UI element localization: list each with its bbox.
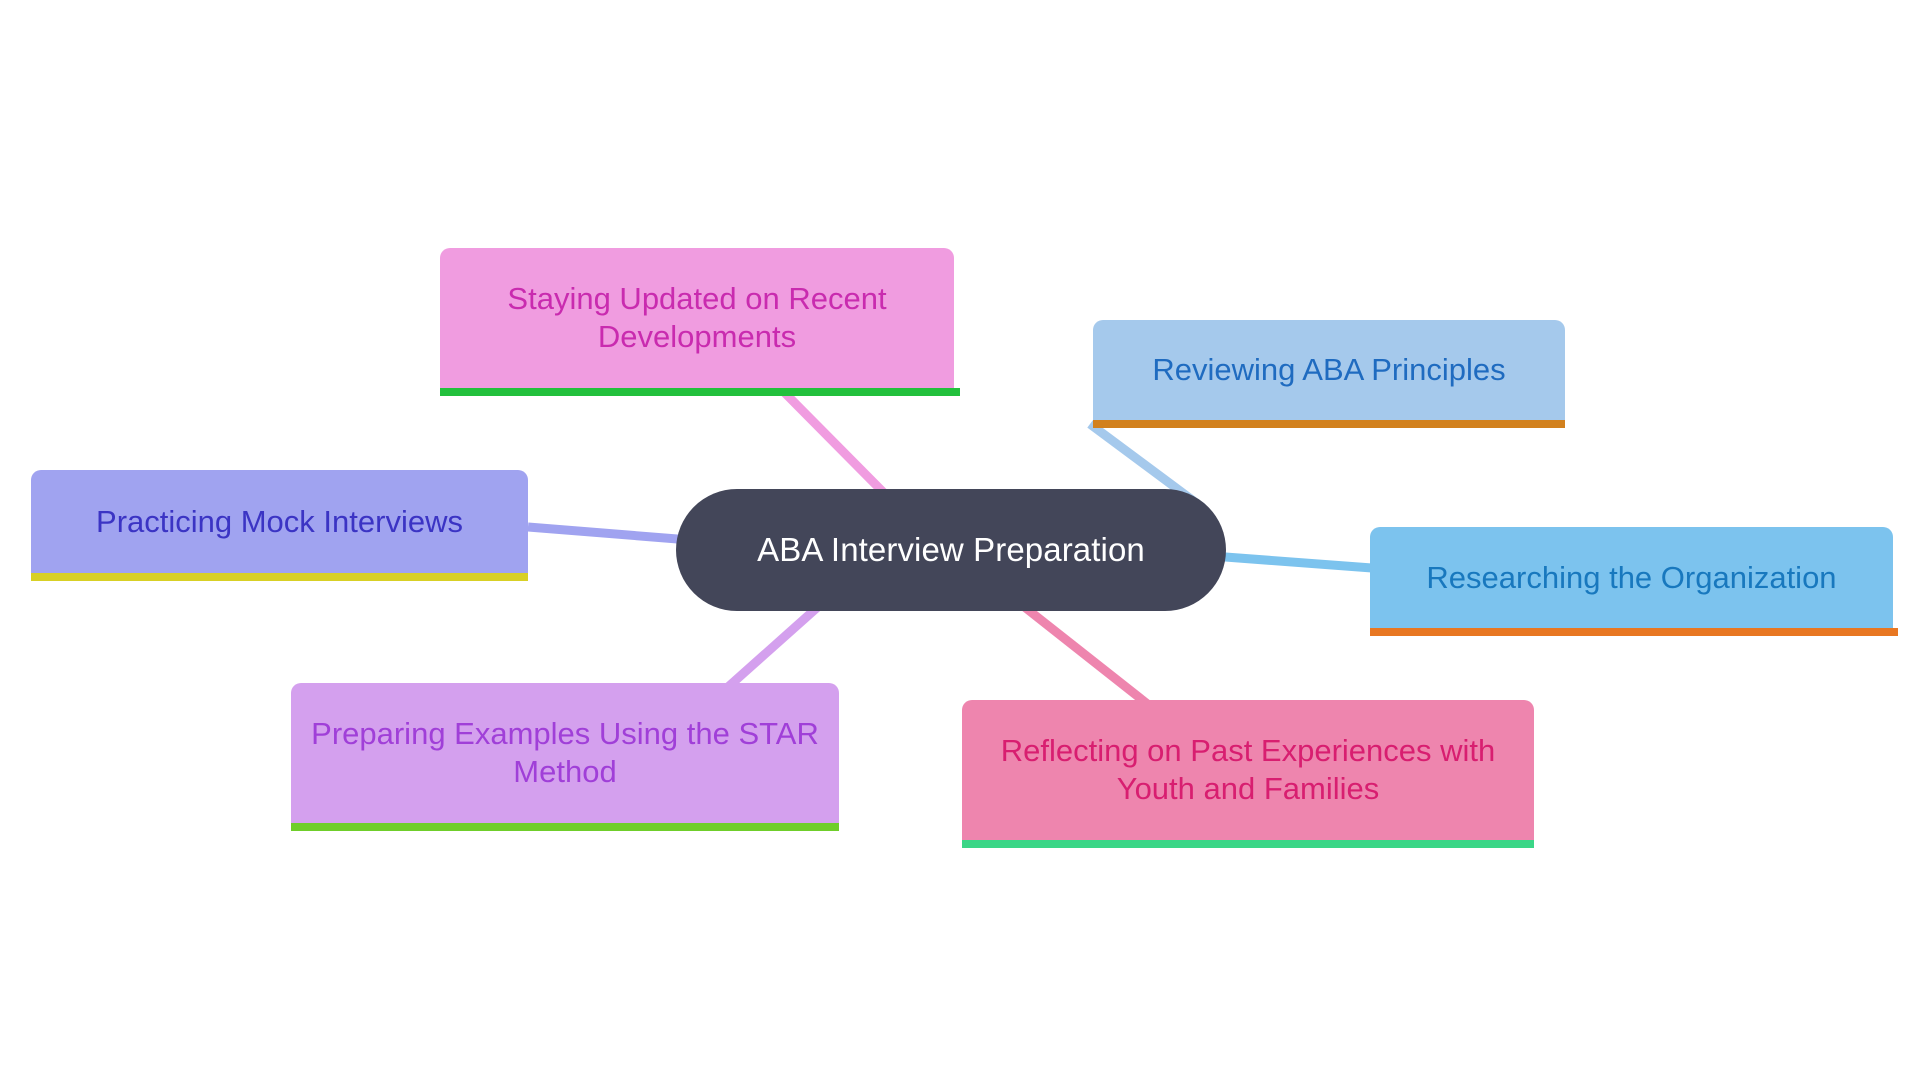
node-label-researching-the-organization: Researching the Organization [1426,559,1837,595]
edge-researching-the-organization [1211,551,1373,573]
node-label-reviewing-aba-principles: Reviewing ABA Principles [1152,352,1506,388]
edge-practicing-mock-interviews [527,522,691,545]
mindmap-node-reflecting-past-experiences[interactable]: Reflecting on Past Experiences with Yout… [962,700,1534,840]
mindmap-node-researching-the-organization[interactable]: Researching the Organization [1370,527,1893,628]
mindmap-node-practicing-mock-interviews[interactable]: Practicing Mock Interviews [31,470,528,573]
node-label-practicing-mock-interviews: Practicing Mock Interviews [96,503,463,539]
node-accent-preparing-examples-star [291,823,839,831]
edge-staying-updated [776,384,890,499]
node-label-reflecting-past-experiences: Reflecting on Past Experiences with Yout… [1000,733,1496,806]
mindmap-node-root[interactable]: ABA Interview Preparation [676,489,1226,611]
mindmap-node-staying-updated[interactable]: Staying Updated on Recent Developments [440,248,954,388]
mindmap-node-reviewing-aba-principles[interactable]: Reviewing ABA Principles [1093,320,1565,420]
node-accent-practicing-mock-interviews [31,573,528,581]
node-accent-staying-updated [440,388,960,396]
node-accent-reflecting-past-experiences [962,840,1534,848]
node-label-staying-updated: Staying Updated on Recent Developments [507,281,887,354]
node-label-root: ABA Interview Preparation [757,530,1145,568]
node-label-preparing-examples-star: Preparing Examples Using the STAR Method [311,716,819,789]
node-accent-reviewing-aba-principles [1093,420,1565,428]
node-accent-researching-the-organization [1370,628,1898,636]
edge-reflecting-past-experiences [1019,601,1153,710]
mindmap-node-preparing-examples-star[interactable]: Preparing Examples Using the STAR Method [291,683,839,823]
